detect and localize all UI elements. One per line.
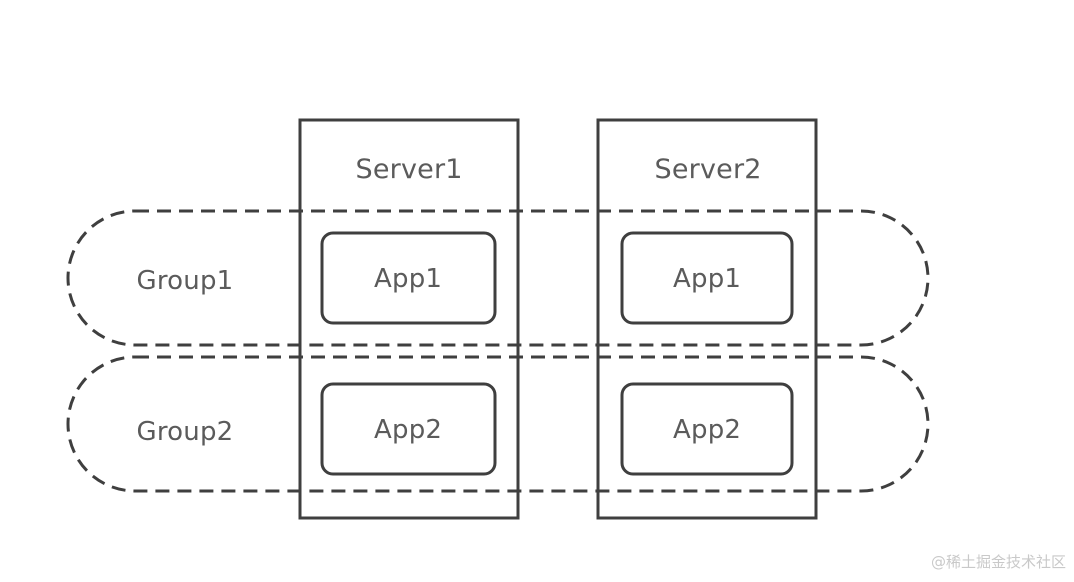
- server1-app1-label: App1: [374, 264, 443, 294]
- group1-pill[interactable]: [66, 209, 930, 347]
- group2-pill[interactable]: [66, 355, 930, 493]
- server1-app2-label: App2: [374, 415, 443, 445]
- server2-app1-box[interactable]: [620, 231, 794, 325]
- watermark-text: @稀土掘金技术社区: [930, 553, 1066, 571]
- server2-app2-label: App2: [673, 415, 742, 445]
- server1-app2-box[interactable]: [320, 382, 497, 476]
- group1-label: Group1: [136, 266, 234, 296]
- server2-label: Server2: [654, 153, 762, 185]
- server1-label: Server1: [355, 153, 463, 185]
- server1-app1-box[interactable]: [320, 231, 497, 325]
- server2-app1-label: App1: [673, 264, 742, 294]
- server2-app2-box[interactable]: [620, 382, 794, 476]
- group2-label: Group2: [136, 417, 234, 447]
